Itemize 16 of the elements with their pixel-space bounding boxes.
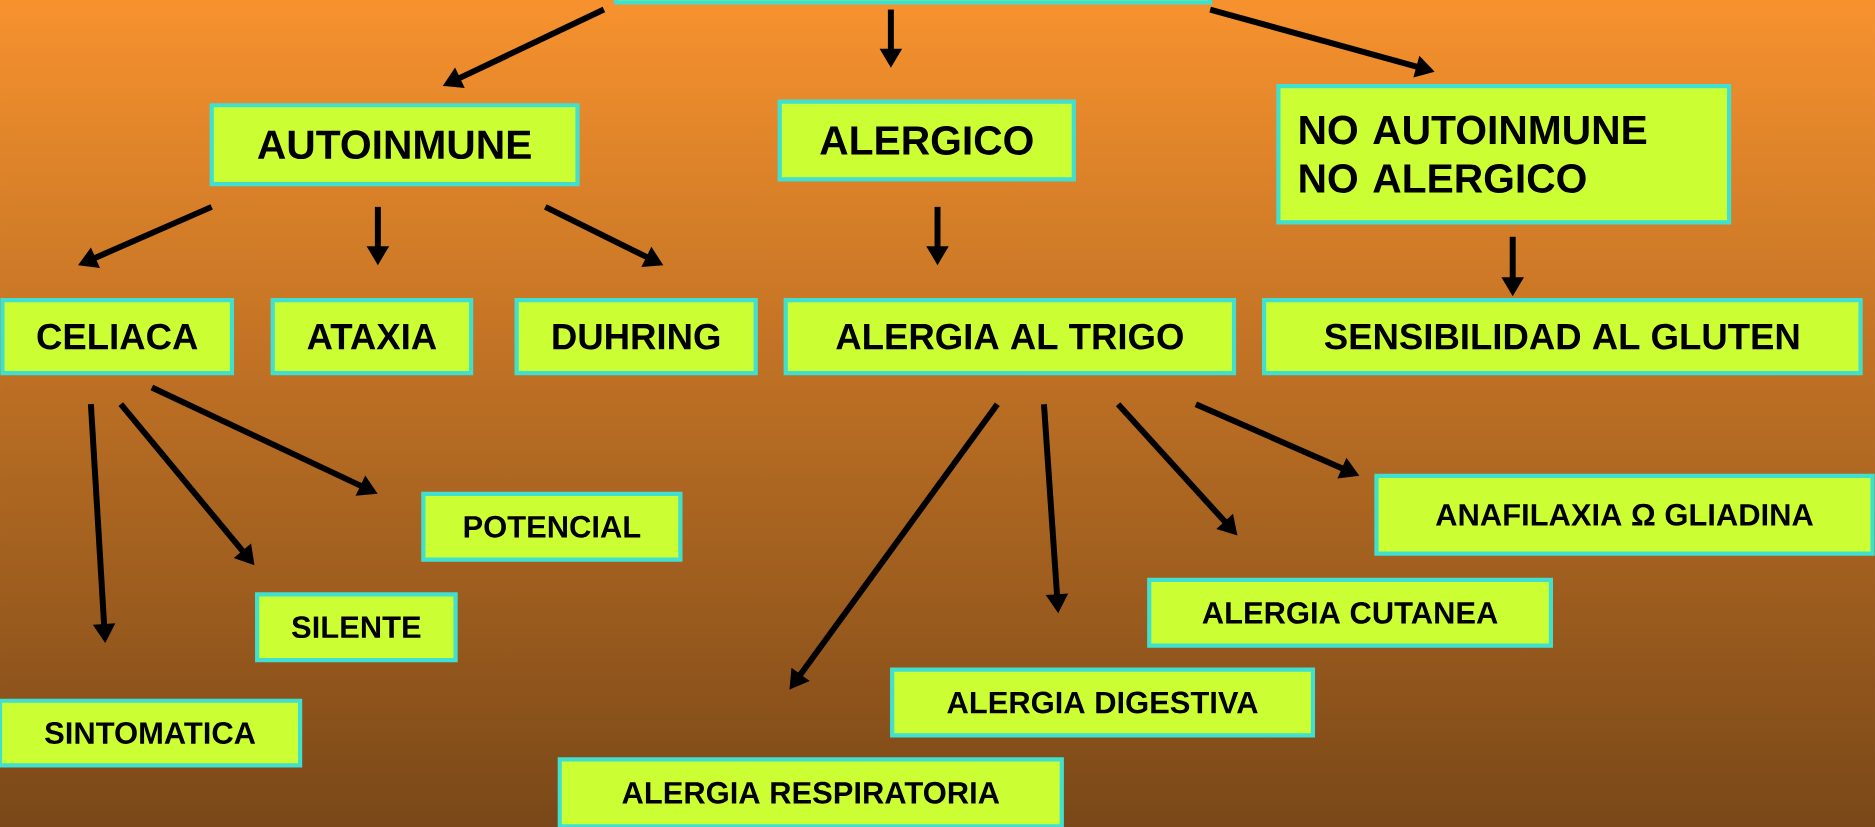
label-box: DUHRING: [514, 297, 758, 375]
label-box: AUTOINMUNE: [209, 102, 580, 186]
label-box: SINTOMATICA: [0, 698, 303, 768]
label-box: ANAFILAXIA Ω GLIADINA: [1374, 473, 1875, 556]
label-box: ATAXIA: [270, 297, 474, 375]
label-box: SILENTE: [255, 591, 458, 662]
label-box: NO AUTOINMUNE NO ALERGICO: [1276, 83, 1732, 225]
label-box: ALERGIA DIGESTIVA: [890, 667, 1316, 738]
empty-box: [613, 0, 1213, 5]
label-box: ALERGIA CUTANEA: [1147, 577, 1553, 648]
label-box: ALERGIA RESPIRATORIA: [557, 757, 1064, 827]
label-box: SENSIBILIDAD AL GLUTEN: [1262, 297, 1863, 375]
label-box: ALERGICO: [777, 99, 1076, 182]
label-box: ALERGIA AL TRIGO: [783, 297, 1237, 375]
label-box: CELIACA: [0, 297, 235, 375]
label-box: POTENCIAL: [421, 491, 683, 562]
